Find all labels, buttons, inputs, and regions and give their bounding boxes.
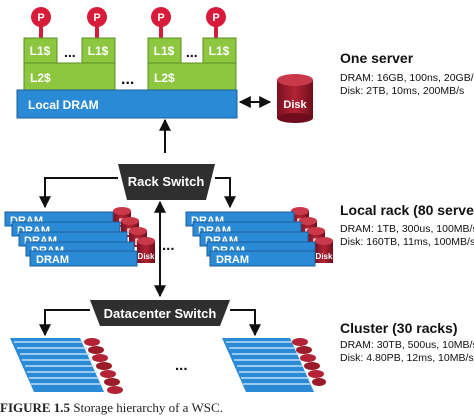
l2-cache bbox=[23, 62, 116, 91]
processor-icon: P bbox=[31, 7, 51, 40]
cluster-dram-stack bbox=[222, 338, 314, 392]
cluster-disk-spec: Disk: 4.80PB, 12ms, 10MB/s bbox=[340, 352, 474, 364]
l1-cache bbox=[23, 37, 58, 64]
cluster-link-left bbox=[39, 309, 90, 337]
l2-cache-label: L2$ bbox=[154, 71, 175, 85]
processor-icon: P bbox=[151, 7, 171, 40]
local-rack-disk-spec: Disk: 160TB, 11ms, 100MB/s bbox=[340, 236, 474, 248]
rack-switch-label: Rack Switch bbox=[128, 174, 205, 189]
svg-text:Disk: Disk bbox=[316, 252, 333, 261]
rack-link-right bbox=[215, 177, 236, 209]
cluster-racks-left bbox=[10, 338, 123, 394]
local-rack-right: D D D Disk DRAM DRAM DRAM DRAM DRAM bbox=[185, 207, 333, 267]
ellipsis: ... bbox=[121, 71, 134, 88]
svg-text:P: P bbox=[93, 12, 100, 24]
l2-cache bbox=[147, 62, 237, 91]
cluster-dram-stack bbox=[10, 338, 104, 392]
local-rack-title: Local rack (80 servers) bbox=[340, 202, 474, 218]
rack-dram-label: DRAM bbox=[36, 254, 69, 266]
local-rack-left: D D D Disk DRAM DRAM DRAM DRAM DRAM bbox=[4, 207, 155, 267]
l1-cache-label: L1$ bbox=[154, 44, 175, 58]
cluster-link-right bbox=[230, 309, 261, 337]
rack-link-left bbox=[39, 177, 118, 209]
l1-cache-label: L1$ bbox=[88, 44, 109, 58]
local-dram bbox=[16, 89, 238, 119]
l2-cache-label: L2$ bbox=[30, 71, 51, 85]
local-rack-dram-spec: DRAM: 1TB, 300us, 100MB/s bbox=[340, 223, 474, 235]
ellipsis: ... bbox=[186, 44, 198, 60]
cluster-racks-right bbox=[222, 338, 326, 392]
rack-switch: Rack Switch bbox=[118, 164, 215, 200]
one-server-disk-spec: Disk: 2TB, 10ms, 200MB/s bbox=[340, 85, 464, 97]
figure-caption-text: Storage hierarchy of a WSC. bbox=[73, 400, 223, 415]
datacenter-switch: Datacenter Switch bbox=[90, 300, 230, 326]
disk-label: Disk bbox=[283, 99, 307, 111]
disk-icon: Disk bbox=[277, 74, 313, 123]
one-server-node: P P P P L1$ ... L1$ L2$ ... L1$ ... bbox=[16, 7, 313, 123]
storage-hierarchy-diagram: P P P P L1$ ... L1$ L2$ ... L1$ ... bbox=[4, 7, 474, 394]
l1-cache-label: L1$ bbox=[30, 44, 51, 58]
cluster-disk-stack bbox=[84, 338, 123, 394]
svg-text:Disk: Disk bbox=[138, 252, 155, 261]
svg-text:P: P bbox=[212, 12, 219, 24]
local-dram-label: Local DRAM bbox=[28, 98, 99, 112]
ellipsis: ... bbox=[64, 44, 76, 60]
rack-dram-stack: DRAM DRAM DRAM DRAM DRAM bbox=[185, 211, 316, 267]
figure-caption: FIGURE 1.5 Storage hierarchy of a WSC. bbox=[0, 400, 474, 417]
svg-text:DRAM: DRAM bbox=[216, 254, 249, 266]
cluster-disk-stack bbox=[292, 338, 326, 386]
svg-text:P: P bbox=[157, 12, 164, 24]
figure-number: FIGURE 1.5 bbox=[0, 400, 71, 415]
one-server-dram-spec: DRAM: 16GB, 100ns, 20GB/s bbox=[340, 72, 474, 84]
processor-icon: P bbox=[87, 7, 107, 40]
processor-icon: P bbox=[206, 7, 226, 40]
rack-disk-stack: D D D Disk bbox=[113, 207, 155, 263]
datacenter-switch-label: Datacenter Switch bbox=[104, 306, 217, 321]
one-server-title: One server bbox=[340, 50, 414, 66]
l1-cache-label: L1$ bbox=[209, 44, 230, 58]
ellipsis: ... bbox=[175, 357, 188, 374]
rack-dram-stack: DRAM DRAM DRAM DRAM DRAM bbox=[4, 211, 138, 267]
cluster-title: Cluster (30 racks) bbox=[340, 320, 458, 336]
ellipsis: ... bbox=[162, 237, 175, 254]
svg-text:P: P bbox=[37, 12, 44, 24]
cluster-dram-spec: DRAM: 30TB, 500us, 10MB/s bbox=[340, 339, 474, 351]
l1-cache bbox=[147, 37, 182, 64]
